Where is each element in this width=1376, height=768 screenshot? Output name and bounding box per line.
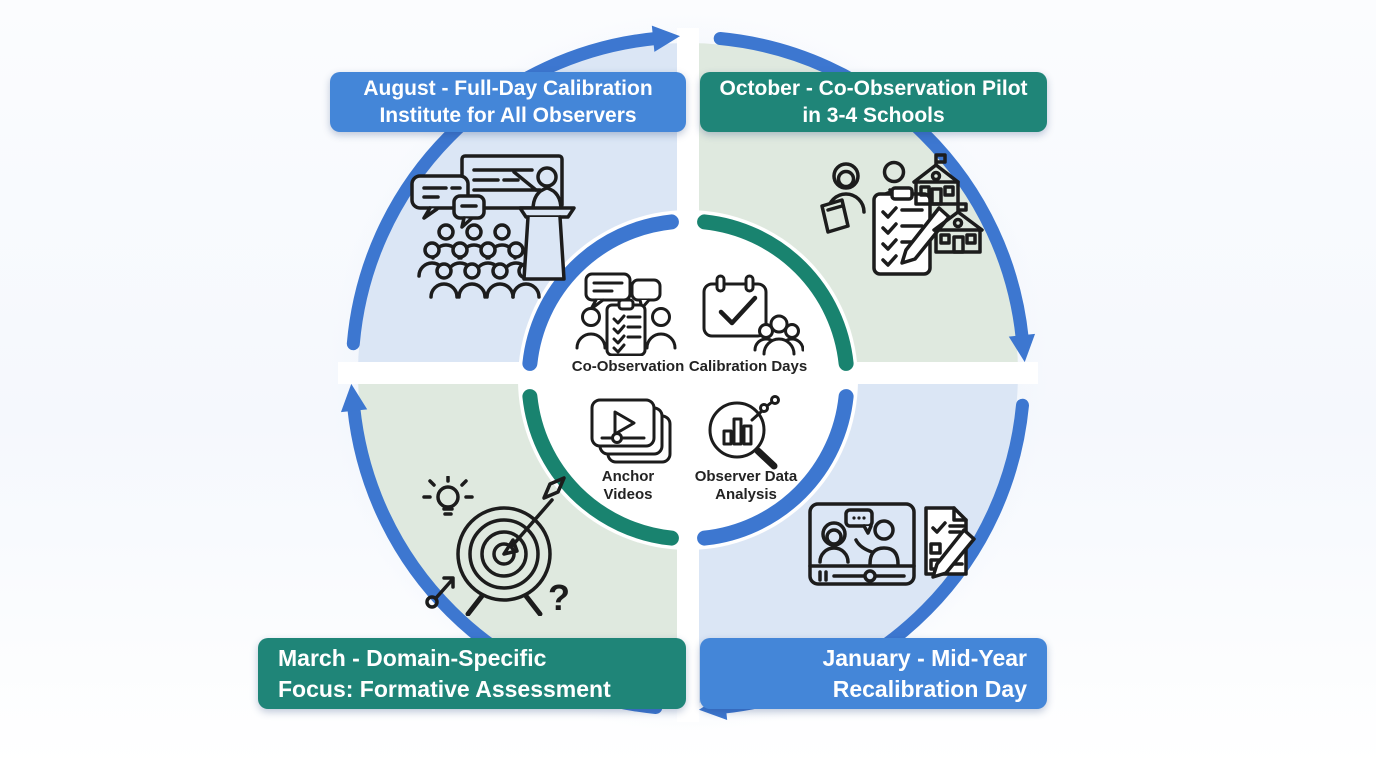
audience-group xyxy=(417,223,541,299)
cycle-arrow-top-right xyxy=(713,32,1036,363)
school-building-2 xyxy=(932,202,984,254)
presenter-audience-icon xyxy=(410,154,576,299)
pencil-icon xyxy=(900,206,951,265)
hub-ring-bottom-left xyxy=(522,389,679,546)
mini-arrow-icon xyxy=(425,576,455,609)
label-line: Anchor xyxy=(601,468,655,485)
banner-january-line2: Recalibration Day xyxy=(832,675,1027,702)
label-line: Co-Observation xyxy=(571,358,685,375)
center-item-calibration-days-label: Calibration Days xyxy=(678,358,818,376)
center-item-co-observation-label: Co-Observation xyxy=(558,358,698,376)
center-item-observer-data-label: Observer Data Analysis xyxy=(676,468,816,504)
target-focus-icon: ? xyxy=(422,476,570,616)
observers-checklist-schools-icon xyxy=(820,153,984,276)
label-line: Calibration Days xyxy=(688,358,808,375)
school-building-1 xyxy=(912,153,960,206)
banner-march: March - Domain-Specific Focus: Formative… xyxy=(258,638,686,709)
co-observation-icon xyxy=(575,272,677,356)
banner-october: October - Co-Observation Pilot in 3-4 Sc… xyxy=(700,72,1047,132)
observer-data-analysis-icon xyxy=(708,395,780,470)
banner-august-line1: August - Full-Day Calibration xyxy=(363,77,653,100)
banner-october-line2: in 3-4 Schools xyxy=(802,104,945,127)
arrow-in-target xyxy=(502,476,566,556)
question-mark-glyph: ? xyxy=(548,577,570,616)
woman-observer-figure xyxy=(820,162,866,234)
banner-march-line2: Focus: Formative Assessment xyxy=(278,675,611,702)
cycle-arrow-top-left xyxy=(346,25,680,351)
hub-ring-top-left xyxy=(522,214,679,371)
hub-ring-bottom-right xyxy=(697,389,854,546)
lightbulb-icon xyxy=(422,476,474,516)
banner-january-line1: January - Mid-Year xyxy=(822,644,1027,671)
video-player-screen xyxy=(808,502,916,586)
pencil-icon xyxy=(931,528,976,579)
banner-march-line1: March - Domain-Specific xyxy=(278,644,547,671)
banner-august: August - Full-Day Calibration Institute … xyxy=(330,72,686,132)
label-line: Analysis xyxy=(715,486,777,503)
target-bullseye xyxy=(456,506,552,616)
center-item-anchor-videos-label: Anchor Videos xyxy=(568,468,688,504)
anchor-videos-icon xyxy=(590,398,672,464)
label-line: Videos xyxy=(603,486,653,503)
label-line: Observer Data xyxy=(694,468,798,485)
calibration-days-icon xyxy=(702,274,804,356)
hub-ring-top-right xyxy=(697,214,854,371)
speech-bubbles xyxy=(410,174,486,229)
video-review-scoring-icon xyxy=(808,502,976,586)
presenter-figure xyxy=(512,166,563,212)
podium xyxy=(518,206,576,281)
banner-august-line2: Institute for All Observers xyxy=(379,104,637,127)
banner-october-line1: October - Co-Observation Pilot xyxy=(719,77,1028,100)
banner-january: January - Mid-Year Recalibration Day xyxy=(700,638,1047,709)
